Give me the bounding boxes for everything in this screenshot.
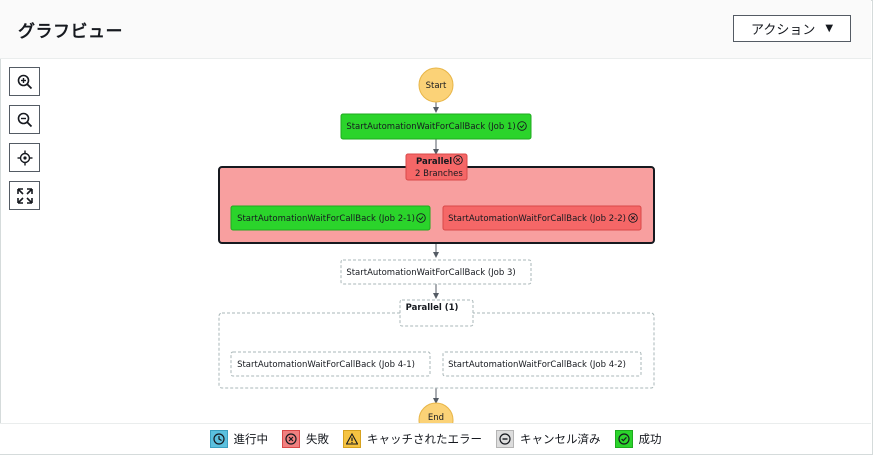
panel-header: グラフビュー アクション ▼ — [0, 0, 871, 59]
clock-icon — [209, 430, 228, 448]
warning-icon — [343, 430, 361, 448]
job-2-1-node[interactable]: StartAutomationWaitForCallBack (Job 2-1) — [230, 205, 431, 231]
parallel-1-title: Parallel — [416, 157, 452, 167]
job-4-1-label: StartAutomationWaitForCallBack (Job 4-1) — [237, 360, 415, 370]
legend-label: 成功 — [638, 432, 662, 446]
job-3-node[interactable]: StartAutomationWaitForCallBack (Job 3) — [340, 259, 532, 285]
x-circle-icon — [628, 213, 638, 223]
caret-down-icon: ▼ — [825, 23, 834, 34]
fit-to-screen-button[interactable] — [9, 181, 40, 210]
legend-item-succeeded: 成功 — [614, 430, 662, 448]
job-1-node[interactable]: StartAutomationWaitForCallBack (Job 1) — [340, 113, 532, 140]
legend-label: 失敗 — [306, 432, 329, 446]
legend-item-cancelled: キャンセル済み — [496, 430, 601, 448]
action-dropdown-button[interactable]: アクション ▼ — [733, 15, 851, 42]
job-1-label: StartAutomationWaitForCallBack (Job 1) — [346, 122, 515, 132]
check-circle-icon — [614, 430, 633, 448]
job-2-2-label: StartAutomationWaitForCallBack (Job 2-2) — [448, 214, 626, 224]
job-4-2-node[interactable]: StartAutomationWaitForCallBack (Job 4-2) — [442, 351, 642, 377]
job-2-2-node[interactable]: StartAutomationWaitForCallBack (Job 2-2) — [442, 205, 642, 231]
state-machine-graph[interactable]: Start StartAutomationWaitForCallBack (Jo… — [0, 58, 871, 423]
end-label: End — [428, 413, 444, 423]
crosshair-icon — [17, 150, 32, 165]
end-node[interactable]: End — [418, 402, 454, 423]
x-circle-icon — [453, 155, 463, 165]
job-4-1-node[interactable]: StartAutomationWaitForCallBack (Job 4-1) — [230, 351, 431, 377]
zoom-in-button[interactable] — [9, 67, 40, 96]
center-view-button[interactable] — [9, 143, 40, 172]
action-label: アクション — [750, 23, 816, 38]
zoom-out-button[interactable] — [9, 105, 40, 134]
job-3-label: StartAutomationWaitForCallBack (Job 3) — [346, 268, 515, 278]
job-2-1-label: StartAutomationWaitForCallBack (Job 2-1) — [237, 214, 415, 224]
job-4-2-label: StartAutomationWaitForCallBack (Job 4-2) — [448, 360, 626, 370]
expand-icon — [16, 187, 33, 204]
legend-item-in-progress: 進行中 — [209, 430, 269, 448]
legend-label: キャンセル済み — [520, 432, 601, 446]
start-label: Start — [426, 81, 447, 91]
check-circle-icon — [517, 121, 527, 131]
zoom-in-icon — [17, 74, 32, 89]
minus-circle-icon — [496, 430, 514, 448]
check-circle-icon — [416, 213, 426, 223]
legend-item-failed: 失敗 — [282, 430, 329, 448]
legend-item-caught-error: キャッチされたエラー — [343, 430, 482, 448]
zoom-out-icon — [17, 112, 32, 127]
legend-label: キャッチされたエラー — [367, 432, 482, 446]
page-title: グラフビュー — [18, 22, 123, 42]
legend-label: 進行中 — [233, 432, 269, 446]
parallel-2-title: Parallel (1) — [406, 303, 459, 313]
x-circle-icon — [282, 430, 300, 448]
start-node[interactable]: Start — [418, 67, 454, 103]
status-legend: 進行中 失敗 キャッチされたエラー キャンセル済み 成功 — [0, 423, 871, 454]
parallel-1-subtitle: 2 Branches — [415, 169, 463, 179]
